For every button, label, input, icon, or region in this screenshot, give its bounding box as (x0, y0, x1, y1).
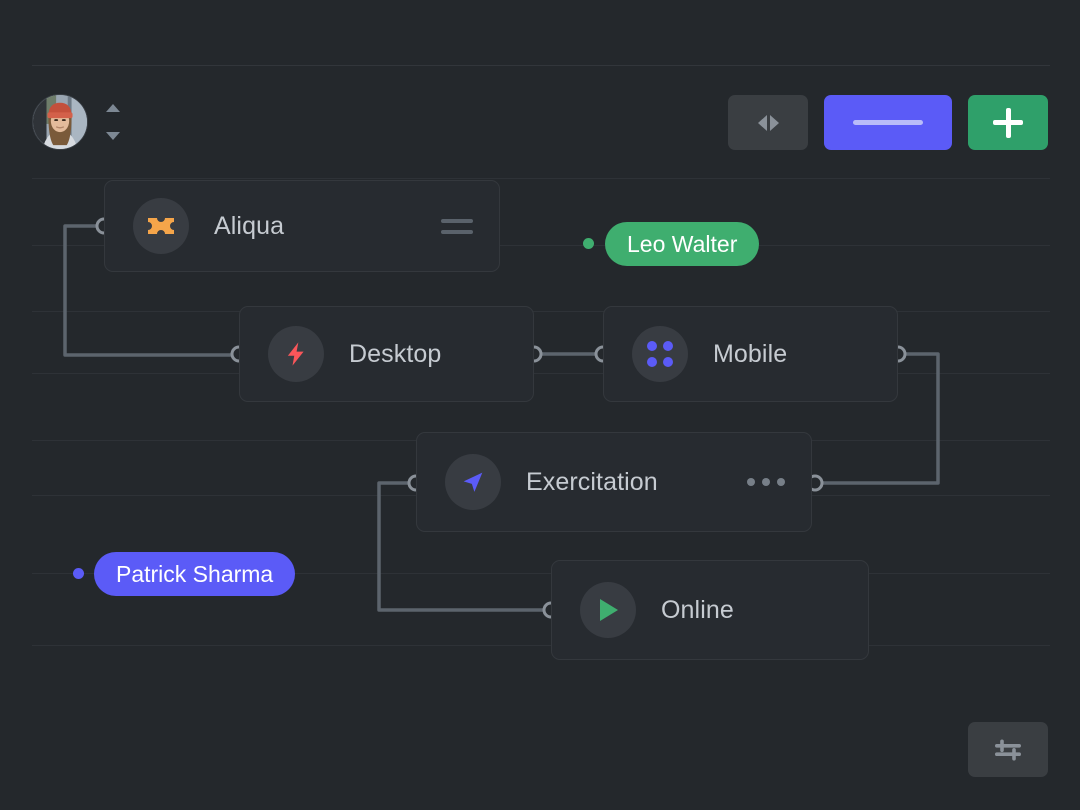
play-icon (580, 582, 636, 638)
avatar[interactable] (32, 94, 88, 150)
status-dot-leo (583, 238, 594, 249)
add-button[interactable] (968, 95, 1048, 150)
node-label: Desktop (349, 339, 442, 368)
node-label: Online (661, 595, 734, 624)
minus-icon (853, 120, 923, 125)
wire-aliqua-desktop (63, 224, 241, 357)
status-dot-patrick (73, 568, 84, 579)
pill-patrick-sharma[interactable]: Patrick Sharma (94, 552, 296, 596)
gridline (32, 373, 1050, 374)
more-horizontal-icon[interactable] (747, 478, 785, 486)
pill-label: Leo Walter (627, 230, 738, 257)
gridline (32, 645, 1050, 646)
header-divider (32, 65, 1050, 66)
remove-button[interactable] (824, 95, 952, 150)
ticket-icon (133, 198, 189, 254)
sort-ascending-icon[interactable] (106, 104, 120, 112)
gridline (32, 311, 1050, 312)
node-exercitation[interactable]: Exercitation (416, 432, 812, 532)
avatar-image (33, 95, 87, 149)
sliders-icon (995, 739, 1021, 760)
plus-icon (993, 107, 1023, 138)
grid-dots-icon (632, 326, 688, 382)
node-mobile[interactable]: Mobile (603, 306, 898, 402)
wire-mobile-exercitation (813, 352, 940, 485)
node-label: Mobile (713, 339, 788, 368)
arrows-left-right-icon (757, 114, 779, 131)
node-desktop[interactable]: Desktop (239, 306, 534, 402)
hamburger-menu-icon[interactable] (441, 218, 473, 234)
gridline (32, 573, 1050, 574)
navigation-arrow-icon (445, 454, 501, 510)
sort-stepper[interactable] (102, 104, 124, 140)
gridline (32, 178, 1050, 179)
node-label: Exercitation (526, 467, 658, 496)
pill-leo-walter[interactable]: Leo Walter (605, 222, 760, 266)
gridline (32, 245, 1050, 246)
wire-exercitation-online (377, 481, 553, 612)
collapse-button[interactable] (728, 95, 808, 150)
settings-sliders-button[interactable] (968, 722, 1048, 777)
lightning-bolt-icon (268, 326, 324, 382)
node-online[interactable]: Online (551, 560, 869, 660)
node-aliqua[interactable]: Aliqua (104, 180, 500, 272)
node-label: Aliqua (214, 211, 285, 240)
sort-descending-icon[interactable] (106, 132, 120, 140)
pill-label: Patrick Sharma (116, 560, 274, 587)
